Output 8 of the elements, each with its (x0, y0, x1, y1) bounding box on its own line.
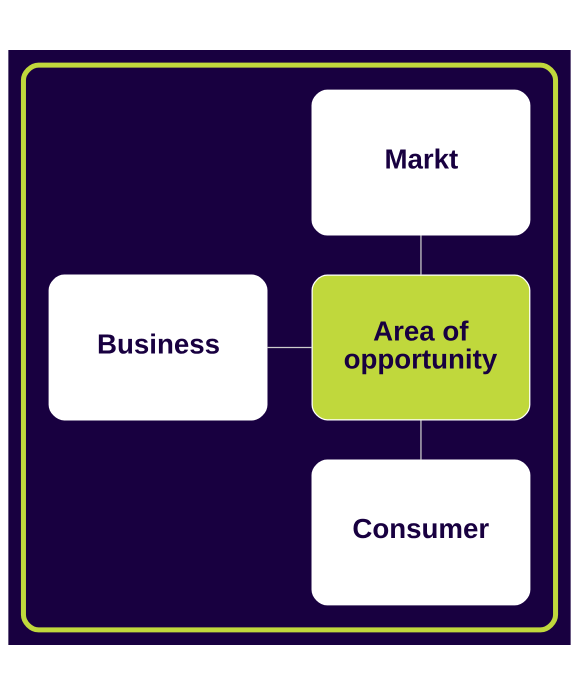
cluster (20, 62, 558, 632)
connector (420, 420, 422, 460)
node-box: Area of opportunity (312, 274, 530, 420)
connector (420, 235, 422, 275)
node-box: Consumer (312, 459, 530, 606)
connector (266, 346, 312, 348)
node-box: Business (48, 274, 268, 420)
node-box: Markt (312, 90, 530, 236)
